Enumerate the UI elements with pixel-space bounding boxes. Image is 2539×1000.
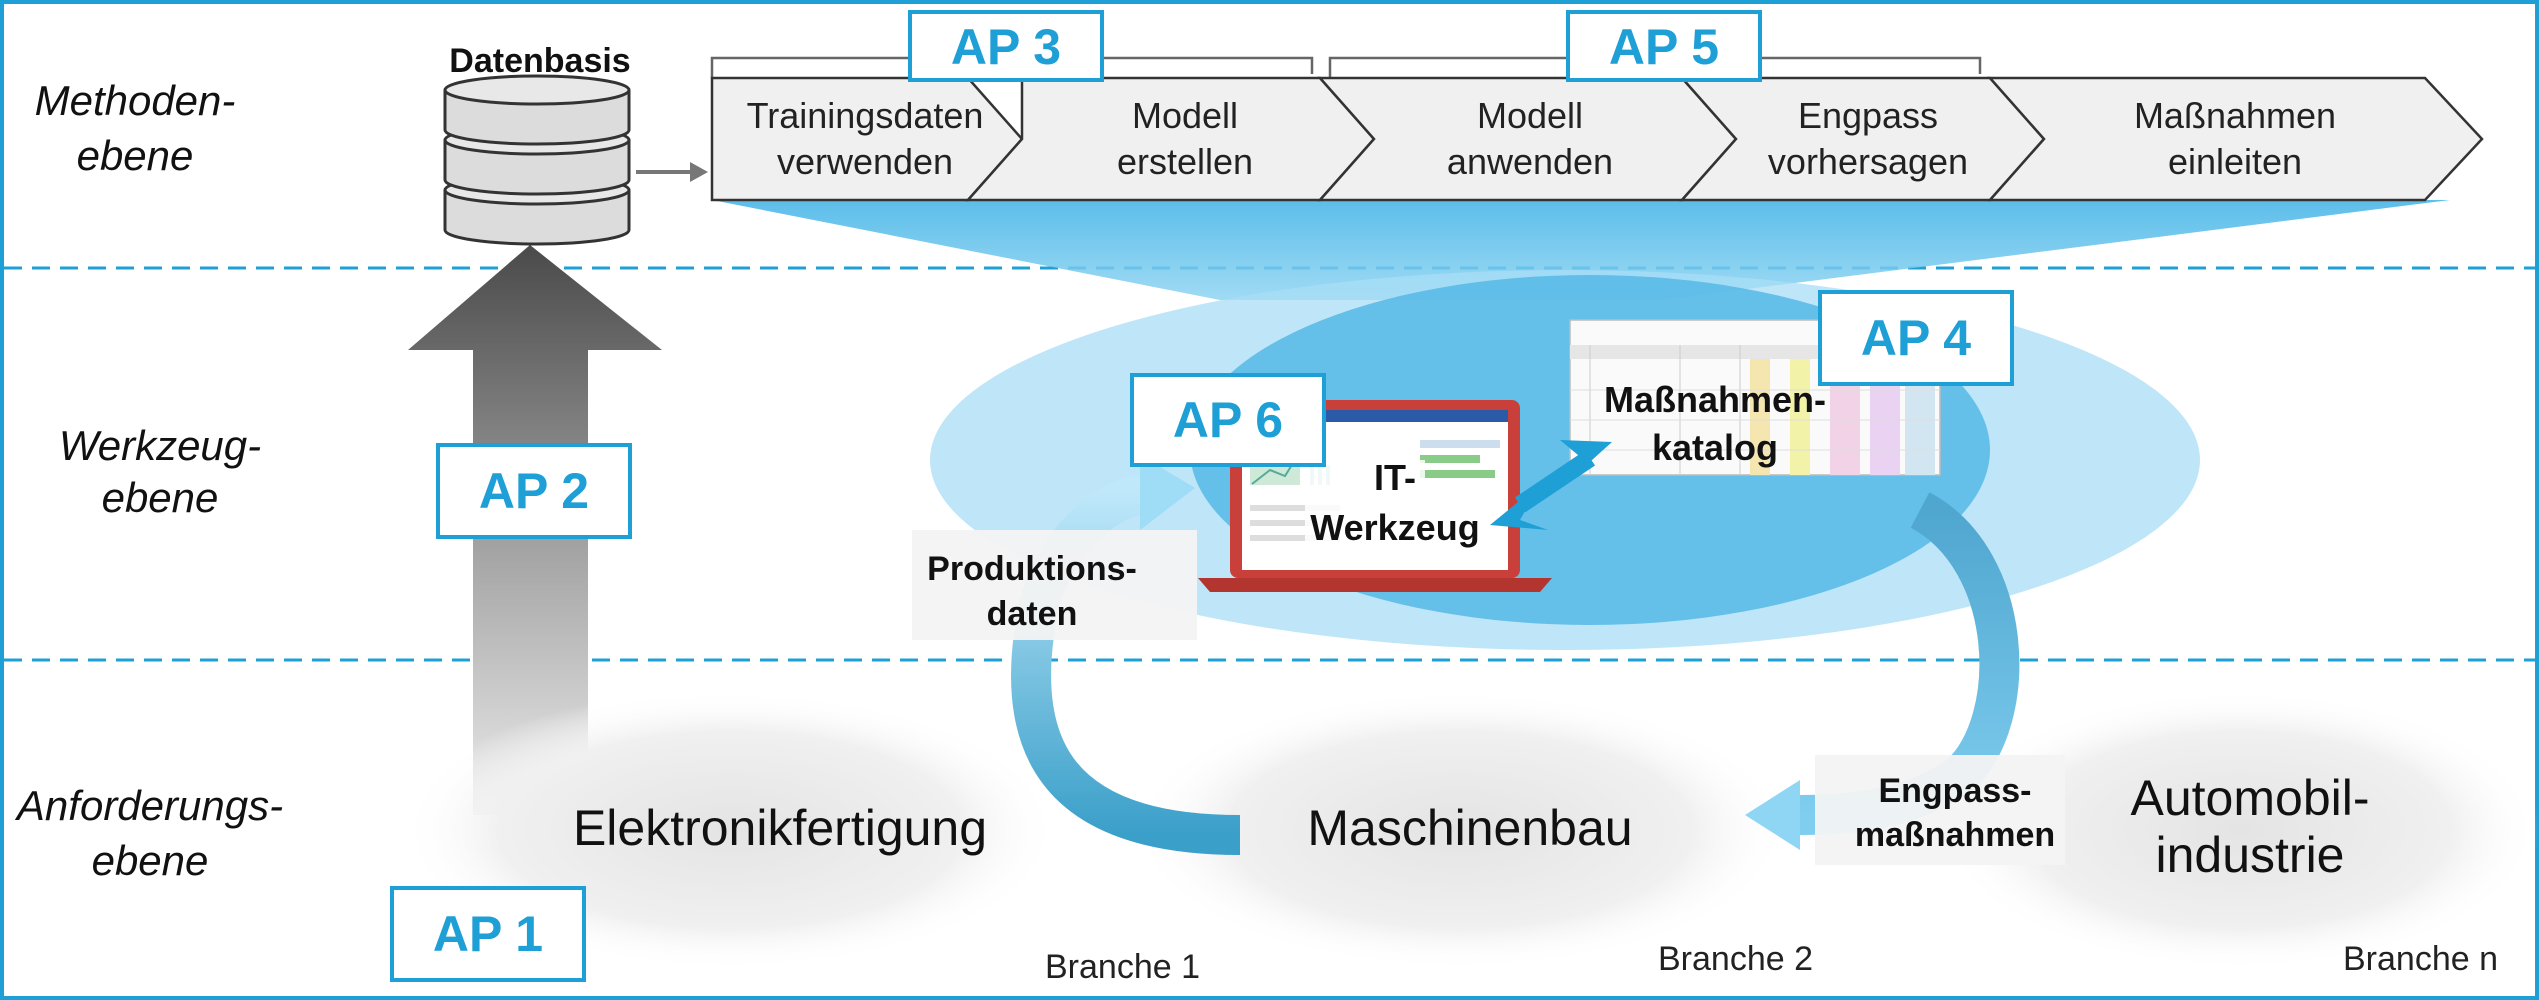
database-icon	[443, 74, 631, 246]
ap5-label: AP 5	[1609, 19, 1719, 75]
process-step-1-line2: verwenden	[777, 141, 953, 182]
process-step-5	[1987, 76, 2484, 202]
process-step-5-line2: einleiten	[2168, 141, 2302, 182]
ap3-box	[908, 10, 1104, 82]
industry-cloud-3	[1940, 690, 2539, 970]
process-step-1-line1: Trainingsdaten	[747, 95, 984, 136]
ap4-box	[1818, 290, 2014, 386]
process-chain	[710, 76, 2484, 202]
industry-cloud-2	[1130, 690, 1790, 970]
production-data-arrow	[1011, 472, 1241, 855]
tool-catalog-link-head-left	[1490, 484, 1548, 530]
it-tool-label-line2: Werkzeug	[1310, 507, 1479, 548]
laptop-base	[1198, 578, 1552, 592]
it-tool-label-bg	[1305, 460, 1425, 560]
level-label-methoden-line1: Methoden-	[35, 77, 236, 124]
process-step-2-line1: Modell	[1132, 95, 1238, 136]
measures-arrow-head	[1745, 780, 1800, 850]
process-step-4-line1: Engpass	[1798, 95, 1938, 136]
measures-label-bg	[1815, 755, 2065, 865]
it-tool-label-line1: IT-	[1374, 457, 1416, 498]
industry-1-branch: Branche 1	[1045, 948, 1200, 986]
measures-label-line2: maßnahmen	[1855, 816, 2055, 854]
industry-2-branch: Branche 2	[1658, 940, 1813, 978]
ap3-label: AP 3	[951, 19, 1061, 75]
process-step-3-line1: Modell	[1477, 95, 1583, 136]
ap6-box	[1130, 373, 1326, 467]
process-step-5-line1: Maßnahmen	[2134, 95, 2336, 136]
measures-label-line1: Engpass-	[1878, 772, 2031, 810]
process-step-4-line2: vorhersagen	[1768, 141, 1968, 182]
db-to-process-arrow-head	[690, 162, 708, 182]
level-label-methoden-line2: ebene	[77, 132, 194, 179]
ap6-label: AP 6	[1173, 392, 1283, 448]
level-label-anforderung-line1: Anforderungs-	[14, 782, 283, 829]
catalog-label-line1: Maßnahmen-	[1604, 379, 1826, 420]
ap2-box	[436, 443, 632, 539]
industry-3-name-line1: Automobil-	[2131, 770, 2370, 826]
process-funnel	[712, 200, 2450, 300]
ap2-label: AP 2	[479, 463, 589, 519]
production-data-arrow-head	[1140, 455, 1195, 530]
production-data-label-line1: Produktions-	[927, 550, 1137, 588]
production-data-label-bg	[912, 530, 1197, 640]
industry-1-name: Elektronikfertigung	[573, 800, 987, 856]
catalog-label-line2: katalog	[1652, 427, 1778, 468]
ap1-label: AP 1	[433, 906, 543, 962]
tool-catalog-link-head-right	[1560, 440, 1612, 478]
database-label: Datenbasis	[449, 42, 630, 80]
ap1-box	[390, 886, 586, 982]
industry-3-branch: Branche n	[2343, 940, 2498, 978]
level-label-werkzeug-line1: Werkzeug-	[59, 422, 261, 469]
industry-2-name: Maschinenbau	[1307, 800, 1632, 856]
level-label-anforderung-line2: ebene	[92, 837, 209, 884]
process-step-2-line2: erstellen	[1117, 141, 1253, 182]
process-step-3-line2: anwenden	[1447, 141, 1613, 182]
ap4-label: AP 4	[1861, 310, 1971, 366]
industry-3-name-line2: industrie	[2156, 827, 2345, 883]
level-label-werkzeug-line2: ebene	[102, 474, 219, 521]
ap5-box	[1566, 10, 1762, 82]
production-data-label-line2: daten	[987, 595, 1078, 633]
